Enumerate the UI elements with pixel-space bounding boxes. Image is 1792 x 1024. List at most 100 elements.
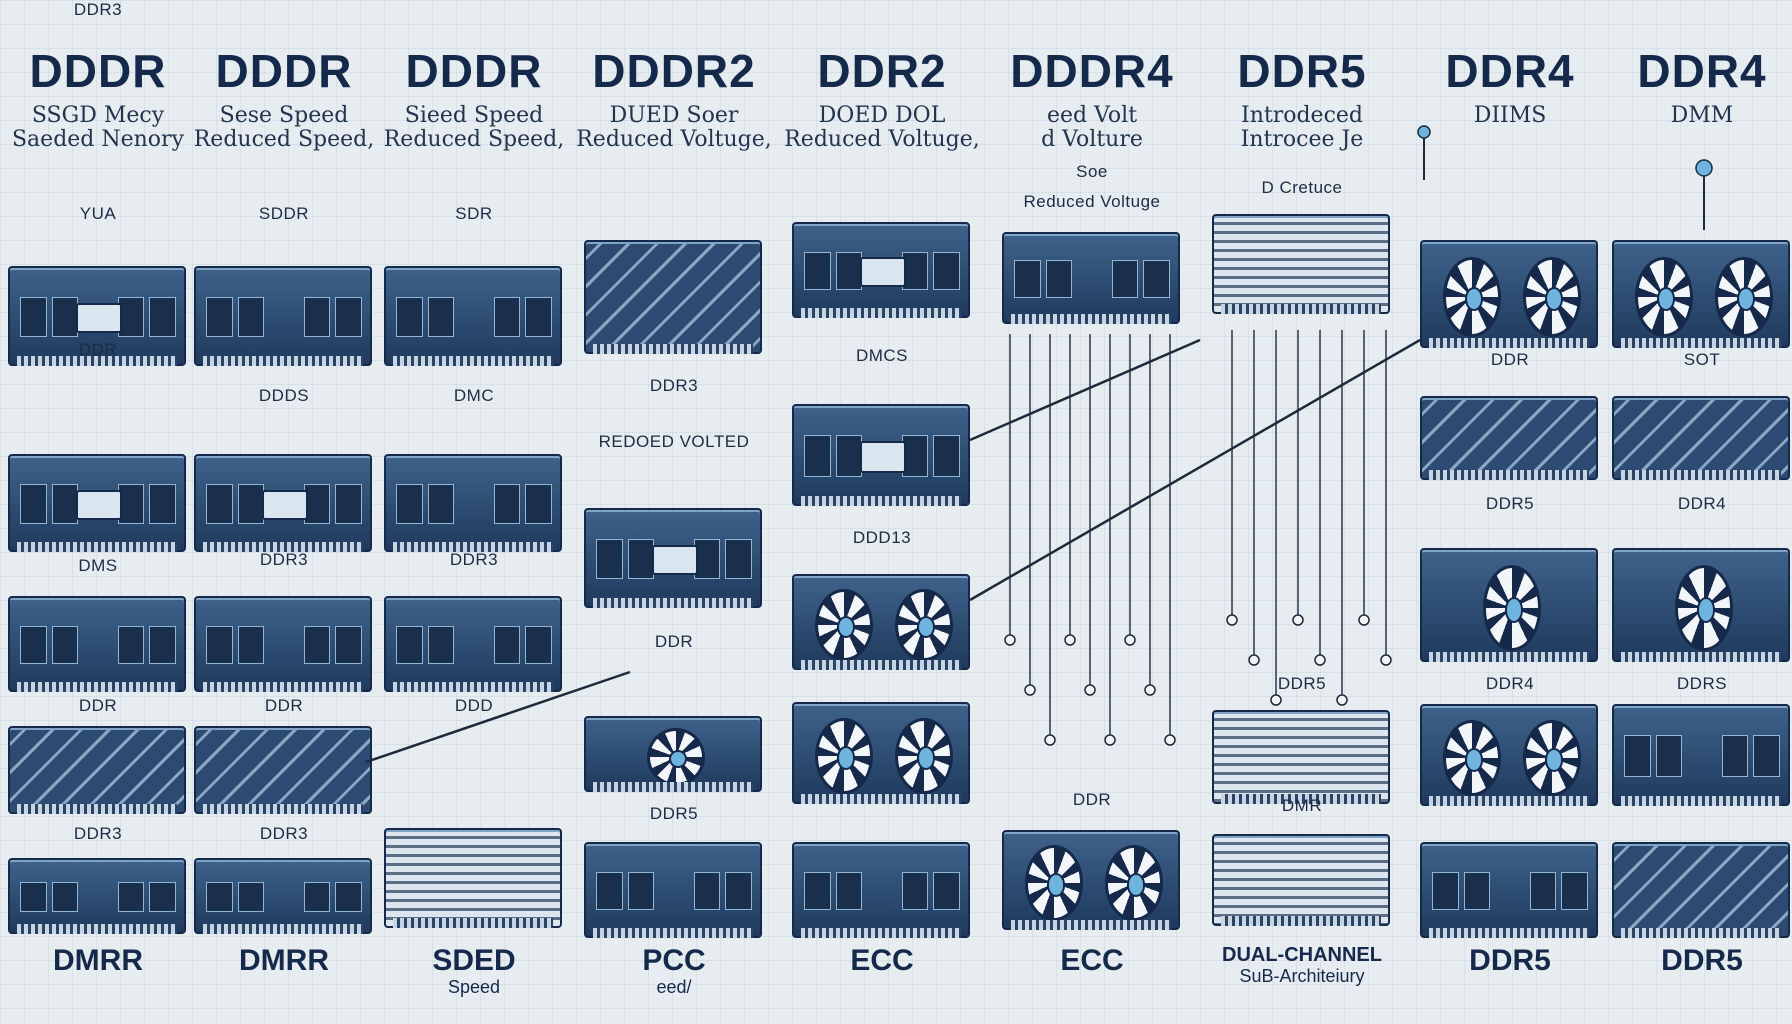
- memory-chip: [396, 625, 423, 665]
- memory-module: [8, 726, 186, 814]
- column-footer-2: DMRR: [186, 944, 382, 978]
- column-heading-6: DDDR4: [1010, 45, 1174, 97]
- module-label: Reduced Voltuge: [1023, 192, 1161, 211]
- contact-pins: [202, 542, 364, 552]
- column-footer-9: DDR5: [1604, 944, 1792, 978]
- column-heading-7: DDR5: [1237, 45, 1367, 97]
- memory-chip: [1463, 871, 1491, 911]
- contact-pins: [1010, 314, 1172, 324]
- memory-chip: [149, 881, 176, 913]
- pin-terminal-icon: [1226, 614, 1238, 626]
- contact-pins: [16, 356, 178, 366]
- contact-pins: [1428, 796, 1590, 806]
- memory-chip: [206, 881, 233, 913]
- memory-chip: [493, 625, 521, 665]
- column-subtitle-9: DMM: [1604, 104, 1792, 128]
- module-label-plate: [76, 302, 122, 334]
- module-label: DDR: [78, 696, 118, 715]
- pin-terminal-icon: [1314, 654, 1326, 666]
- memory-module: [8, 266, 186, 366]
- module-label: DDR5: [1485, 494, 1535, 513]
- memory-chip: [206, 484, 233, 524]
- footer-sub: eed/: [656, 977, 692, 997]
- memory-chip: [627, 871, 655, 911]
- column-tag-7: D Cretuce: [1261, 178, 1343, 197]
- footer-main: DDR5: [1661, 944, 1743, 977]
- footer-main: DMRR: [53, 944, 143, 977]
- module-label: DDR4: [1485, 674, 1535, 693]
- column-heading-2: DDDR: [215, 45, 353, 97]
- subtitle-line: DOED DOL: [818, 103, 946, 128]
- memory-chip: [933, 251, 960, 291]
- contact-pins: [592, 344, 754, 354]
- memory-chip: [149, 625, 176, 665]
- memory-chip: [237, 296, 265, 338]
- pin-terminal-icon: [1292, 614, 1304, 626]
- module-label: DDR3: [259, 550, 309, 569]
- memory-chip: [627, 538, 655, 580]
- contact-pins: [1010, 920, 1172, 930]
- trend-line: [969, 338, 1201, 442]
- memory-chip: [303, 296, 331, 338]
- memory-chip: [835, 871, 863, 911]
- module-label: REDOED VOLTED: [598, 432, 750, 451]
- memory-chip: [933, 871, 960, 911]
- module-label: SOT: [1683, 350, 1721, 369]
- module-label: DDRS: [1676, 674, 1728, 693]
- memory-chip: [20, 484, 47, 524]
- pin-terminal-icon: [1270, 694, 1282, 706]
- memory-module: [1612, 396, 1790, 480]
- footer-main: PCC: [642, 944, 706, 977]
- module-label: DDD: [454, 696, 494, 715]
- contact-pins: [1220, 794, 1382, 804]
- contact-pins: [1620, 470, 1782, 480]
- contact-pins: [202, 682, 364, 692]
- memory-chip: [525, 484, 552, 524]
- contact-pins: [800, 928, 962, 938]
- module-label: DMCS: [855, 346, 909, 365]
- cooling-fan-icon: [1522, 719, 1582, 797]
- memory-module: [1612, 240, 1790, 348]
- subtitle-line: Reduced Voltuge,: [784, 127, 980, 152]
- memory-module: [384, 454, 562, 552]
- module-label: DDR3: [259, 824, 309, 843]
- contact-pins: [1428, 652, 1590, 662]
- subtitle-line: Reduced Voltuge,: [576, 127, 772, 152]
- pin-terminal-icon: [1044, 734, 1056, 746]
- subtitle-line: Introdeced: [1241, 103, 1363, 128]
- module-label: DDR: [264, 696, 304, 715]
- module-label: DDR3: [73, 824, 123, 843]
- memory-module: [1612, 842, 1790, 938]
- pin-terminal-icon: [1358, 614, 1370, 626]
- module-label: DMR: [1281, 796, 1323, 815]
- cooling-fan-icon: [814, 717, 874, 795]
- cooling-fan-icon: [1674, 565, 1734, 651]
- column-tag-3: SDR: [455, 204, 493, 223]
- memory-chip: [51, 296, 79, 338]
- memory-chip: [335, 881, 362, 913]
- memory-chip: [901, 251, 929, 291]
- memory-module: [1612, 548, 1790, 662]
- memory-chip: [303, 625, 331, 665]
- footer-main: ECC: [1060, 944, 1124, 977]
- memory-chip: [149, 484, 176, 524]
- memory-module: [194, 596, 372, 692]
- column-footer-6: ECC: [994, 944, 1190, 978]
- module-label: DMC: [453, 386, 495, 405]
- memory-chip: [237, 484, 265, 524]
- module-label: DDR: [1490, 350, 1530, 369]
- memory-module: [1212, 214, 1390, 314]
- contact-pins: [1620, 928, 1782, 938]
- column-heading-9: DDR4: [1637, 45, 1767, 97]
- module-label: DDR4: [1677, 494, 1727, 513]
- subtitle-line: Reduced Speed,: [193, 127, 375, 152]
- footer-main: DMRR: [239, 944, 329, 977]
- contact-pins: [16, 804, 178, 814]
- column-subtitle-8: DIIMS: [1412, 104, 1608, 128]
- memory-chip: [804, 871, 831, 911]
